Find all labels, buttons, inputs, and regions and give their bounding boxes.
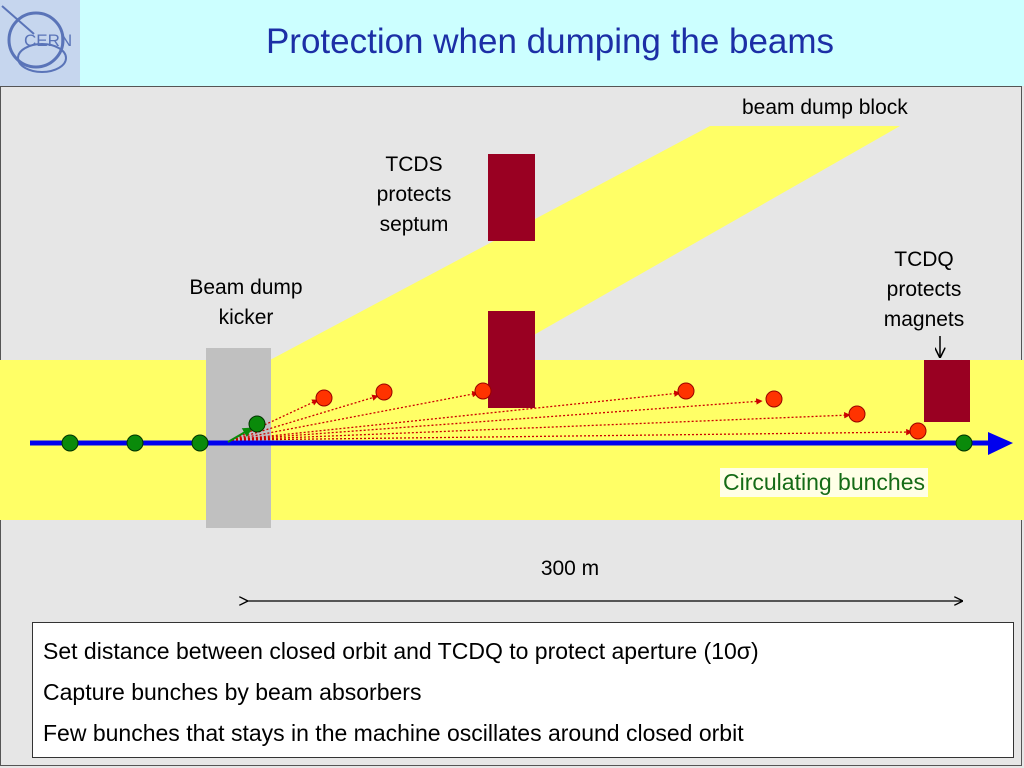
trajectory-5 (231, 398, 763, 441)
tcdq-label-line: protects (886, 278, 962, 301)
kicked-bunches (315, 382, 927, 440)
tcds-upper-block (488, 154, 535, 241)
page-title: Protection when dumping the beams (265, 22, 835, 61)
kicked-trajectories (231, 390, 913, 441)
circulating-bunch (955, 434, 973, 452)
trajectory-3 (231, 390, 479, 441)
tcdq-label-line: TCDQ (894, 248, 954, 271)
circulating-bunch (61, 434, 79, 452)
tcds-label-line: TCDS (385, 153, 443, 176)
kicked-bunch (909, 422, 927, 440)
beam-direction-arrowhead (988, 432, 1013, 455)
extraction-channel (270, 126, 900, 360)
circulating-bunch (191, 434, 209, 452)
title-bar (0, 0, 1024, 86)
logo-text: CERN (24, 31, 72, 50)
kicked-bunch (315, 389, 333, 407)
tcdq-label: TCDQ protects magnets (864, 245, 984, 335)
trajectory-4 (231, 390, 681, 441)
tcds-label: TCDS protects septum (354, 150, 474, 240)
kicked-bunch (848, 405, 866, 423)
trajectory-7 (231, 428, 913, 441)
note-line: Set distance between closed orbit and TC… (43, 638, 759, 664)
tcdq-label-line: magnets (883, 308, 965, 331)
kicked-bunch (375, 383, 393, 401)
kicker-label-line: kicker (218, 306, 274, 329)
trajectory-2 (231, 394, 379, 441)
note-line: Capture bunches by beam absorbers (43, 679, 422, 705)
kicked-bunch (677, 382, 695, 400)
tcds-lower-block (488, 311, 535, 408)
distance-label: 300 m (540, 557, 600, 580)
kick-arrow (227, 427, 253, 443)
trajectory-6 (231, 411, 851, 441)
circulating-bunch (126, 434, 144, 452)
circulating-bunches (61, 415, 973, 452)
cern-logo-icon: CERN (0, 0, 80, 86)
dump-block-label: beam dump block (742, 96, 908, 119)
note-line: Few bunches that stays in the machine os… (43, 720, 744, 746)
kicker-label-line: Beam dump (189, 276, 303, 299)
notes-box: Set distance between closed orbit and TC… (32, 622, 1014, 758)
tcds-label-line: protects (376, 183, 452, 206)
kicker-label: Beam dump kicker (166, 273, 326, 333)
tcds-label-line: septum (379, 213, 449, 236)
circulating-bunch (248, 415, 266, 433)
kicked-bunch (474, 382, 492, 400)
circulating-bunches-legend: Circulating bunches (720, 468, 929, 497)
tcdq-absorber (924, 360, 970, 422)
kicked-bunch (765, 390, 783, 408)
